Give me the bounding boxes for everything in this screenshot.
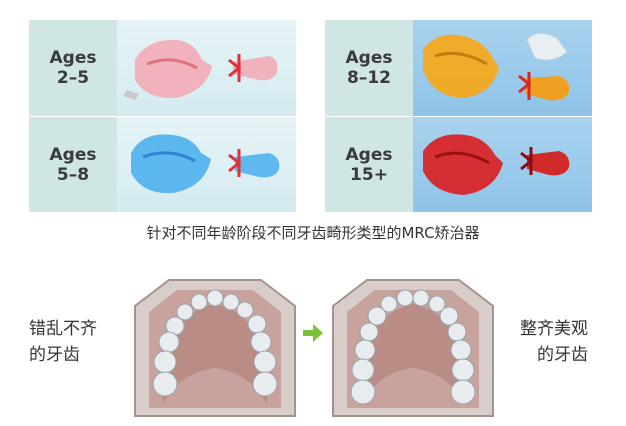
- after-text: 整齐美观 的牙齿: [520, 319, 588, 365]
- age-label: Ages 8–12: [345, 48, 393, 88]
- before-text: 错乱不齐 的牙齿: [29, 319, 97, 365]
- blue-appliance-image: [131, 134, 280, 194]
- row-ages-2-5: Ages 2–5: [29, 20, 296, 116]
- appliance-panel-left: Ages 2–5 Ages 5–8: [29, 20, 296, 212]
- appliance-panel-right: Ages 8–12 Ages 15+: [325, 20, 592, 212]
- caption: 针对不同年龄阶段不同牙齿畸形类型的MRC矫治器: [146, 224, 480, 242]
- pink-appliance-image: [123, 39, 278, 100]
- row-ages-8-12: Ages 8–12: [325, 20, 592, 116]
- row-ages-5-8: Ages 5–8: [29, 116, 296, 212]
- crooked-teeth-image: [129, 276, 301, 422]
- age-label: Ages 2–5: [49, 48, 97, 88]
- red-appliance-image: [423, 134, 570, 195]
- orange-appliance-image: [423, 33, 570, 101]
- straight-teeth-image: [327, 276, 499, 422]
- age-label: Ages 5–8: [49, 145, 97, 185]
- arrow-right-icon: [303, 324, 323, 346]
- age-label: Ages 15+: [345, 145, 393, 185]
- row-ages-15-plus: Ages 15+: [325, 116, 592, 212]
